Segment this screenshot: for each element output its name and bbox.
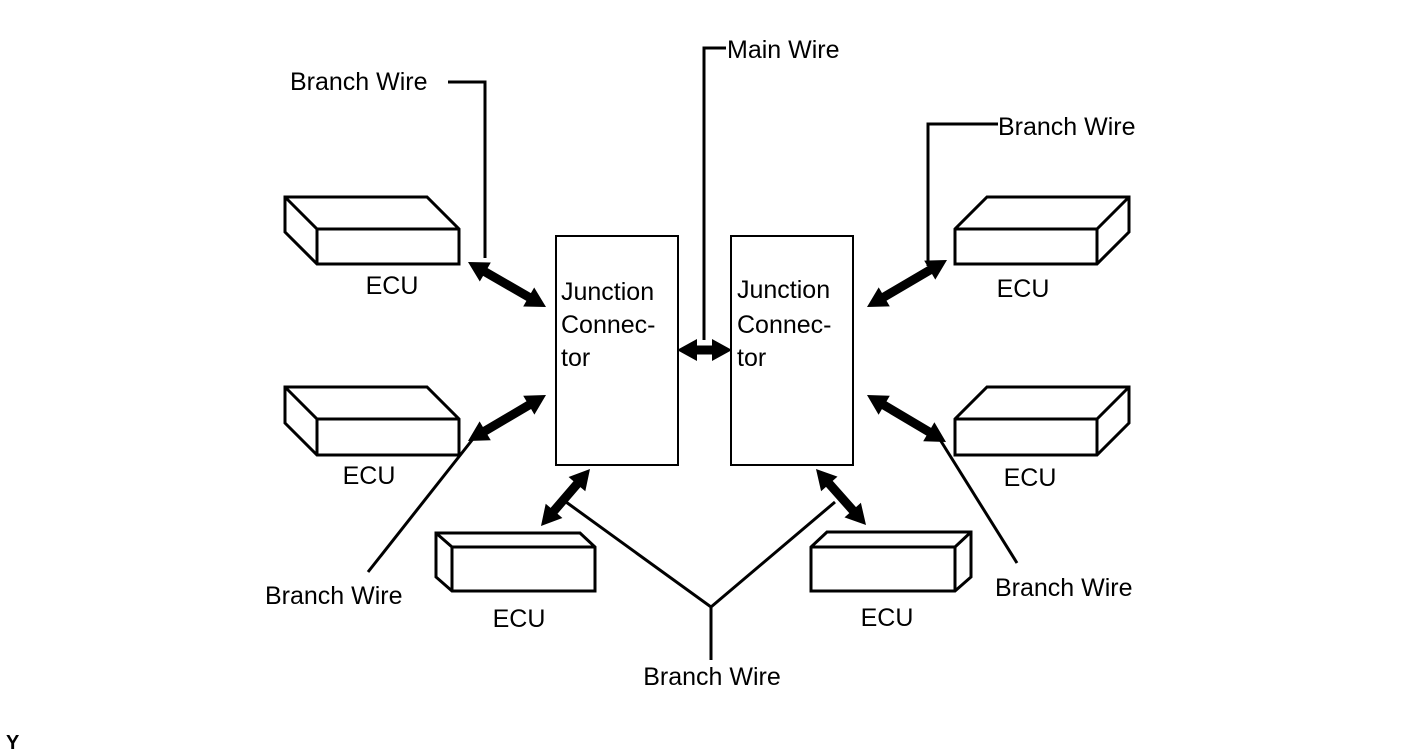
ecu-label-bottom-right: ECU (861, 604, 914, 632)
leader-branch-wire-top-right (926, 122, 998, 266)
ecu-box-left-middle (283, 385, 461, 457)
ecu-label-left-middle: ECU (343, 462, 396, 490)
ecu-box-bottom-left (434, 531, 597, 593)
branch-wire-label-left: Branch Wire (265, 582, 403, 610)
branch-wire-label-top-right: Branch Wire (998, 113, 1136, 141)
arrow-ecu-bottom-left (541, 469, 590, 526)
arrow-ecu-left-middle (468, 395, 546, 441)
leader-branch-wire-top-left (448, 80, 487, 258)
arrow-ecu-bottom-right (816, 469, 866, 525)
arrow-main-wire (677, 339, 732, 361)
main-wire-label: Main Wire (727, 36, 840, 64)
ecu-label-right-middle: ECU (1004, 464, 1057, 492)
branch-wire-label-right: Branch Wire (995, 574, 1133, 602)
junction-connector-right-line-1: Junction (737, 276, 830, 304)
branch-wire-label-top-left: Branch Wire (290, 68, 428, 96)
leader-branch-wire-left (366, 429, 482, 573)
junction-connector-left-line-2: Connec- (561, 311, 656, 339)
junction-connector-left-line-3: tor (561, 344, 590, 372)
junction-connector-left-line-1: Junction (561, 278, 654, 306)
junction-connector-right-line-2: Connec- (737, 311, 832, 339)
arrow-ecu-right-top (867, 260, 947, 307)
arrow-ecu-left-top (468, 262, 546, 307)
figure-code: Y (6, 732, 20, 754)
junction-connector-left: Junction Connec- tor (555, 235, 679, 466)
ecu-label-bottom-left: ECU (493, 605, 546, 633)
ecu-box-right-middle (953, 385, 1131, 457)
junction-connector-right: Junction Connec- tor (730, 235, 854, 466)
branch-wire-label-bottom: Branch Wire (643, 663, 781, 691)
leader-branch-wire-bottom (565, 500, 836, 609)
ecu-box-right-top (953, 195, 1131, 266)
ecu-box-left-top (283, 195, 461, 266)
ecu-box-bottom-right (809, 530, 973, 593)
ecu-label-right-top: ECU (997, 275, 1050, 303)
arrow-layer (468, 260, 947, 526)
leader-branch-wire-right (932, 429, 1019, 564)
ecu-label-left-top: ECU (366, 272, 419, 300)
junction-connector-right-line-3: tor (737, 344, 766, 372)
arrow-ecu-right-middle (867, 395, 946, 442)
leader-main-wire (702, 46, 726, 340)
